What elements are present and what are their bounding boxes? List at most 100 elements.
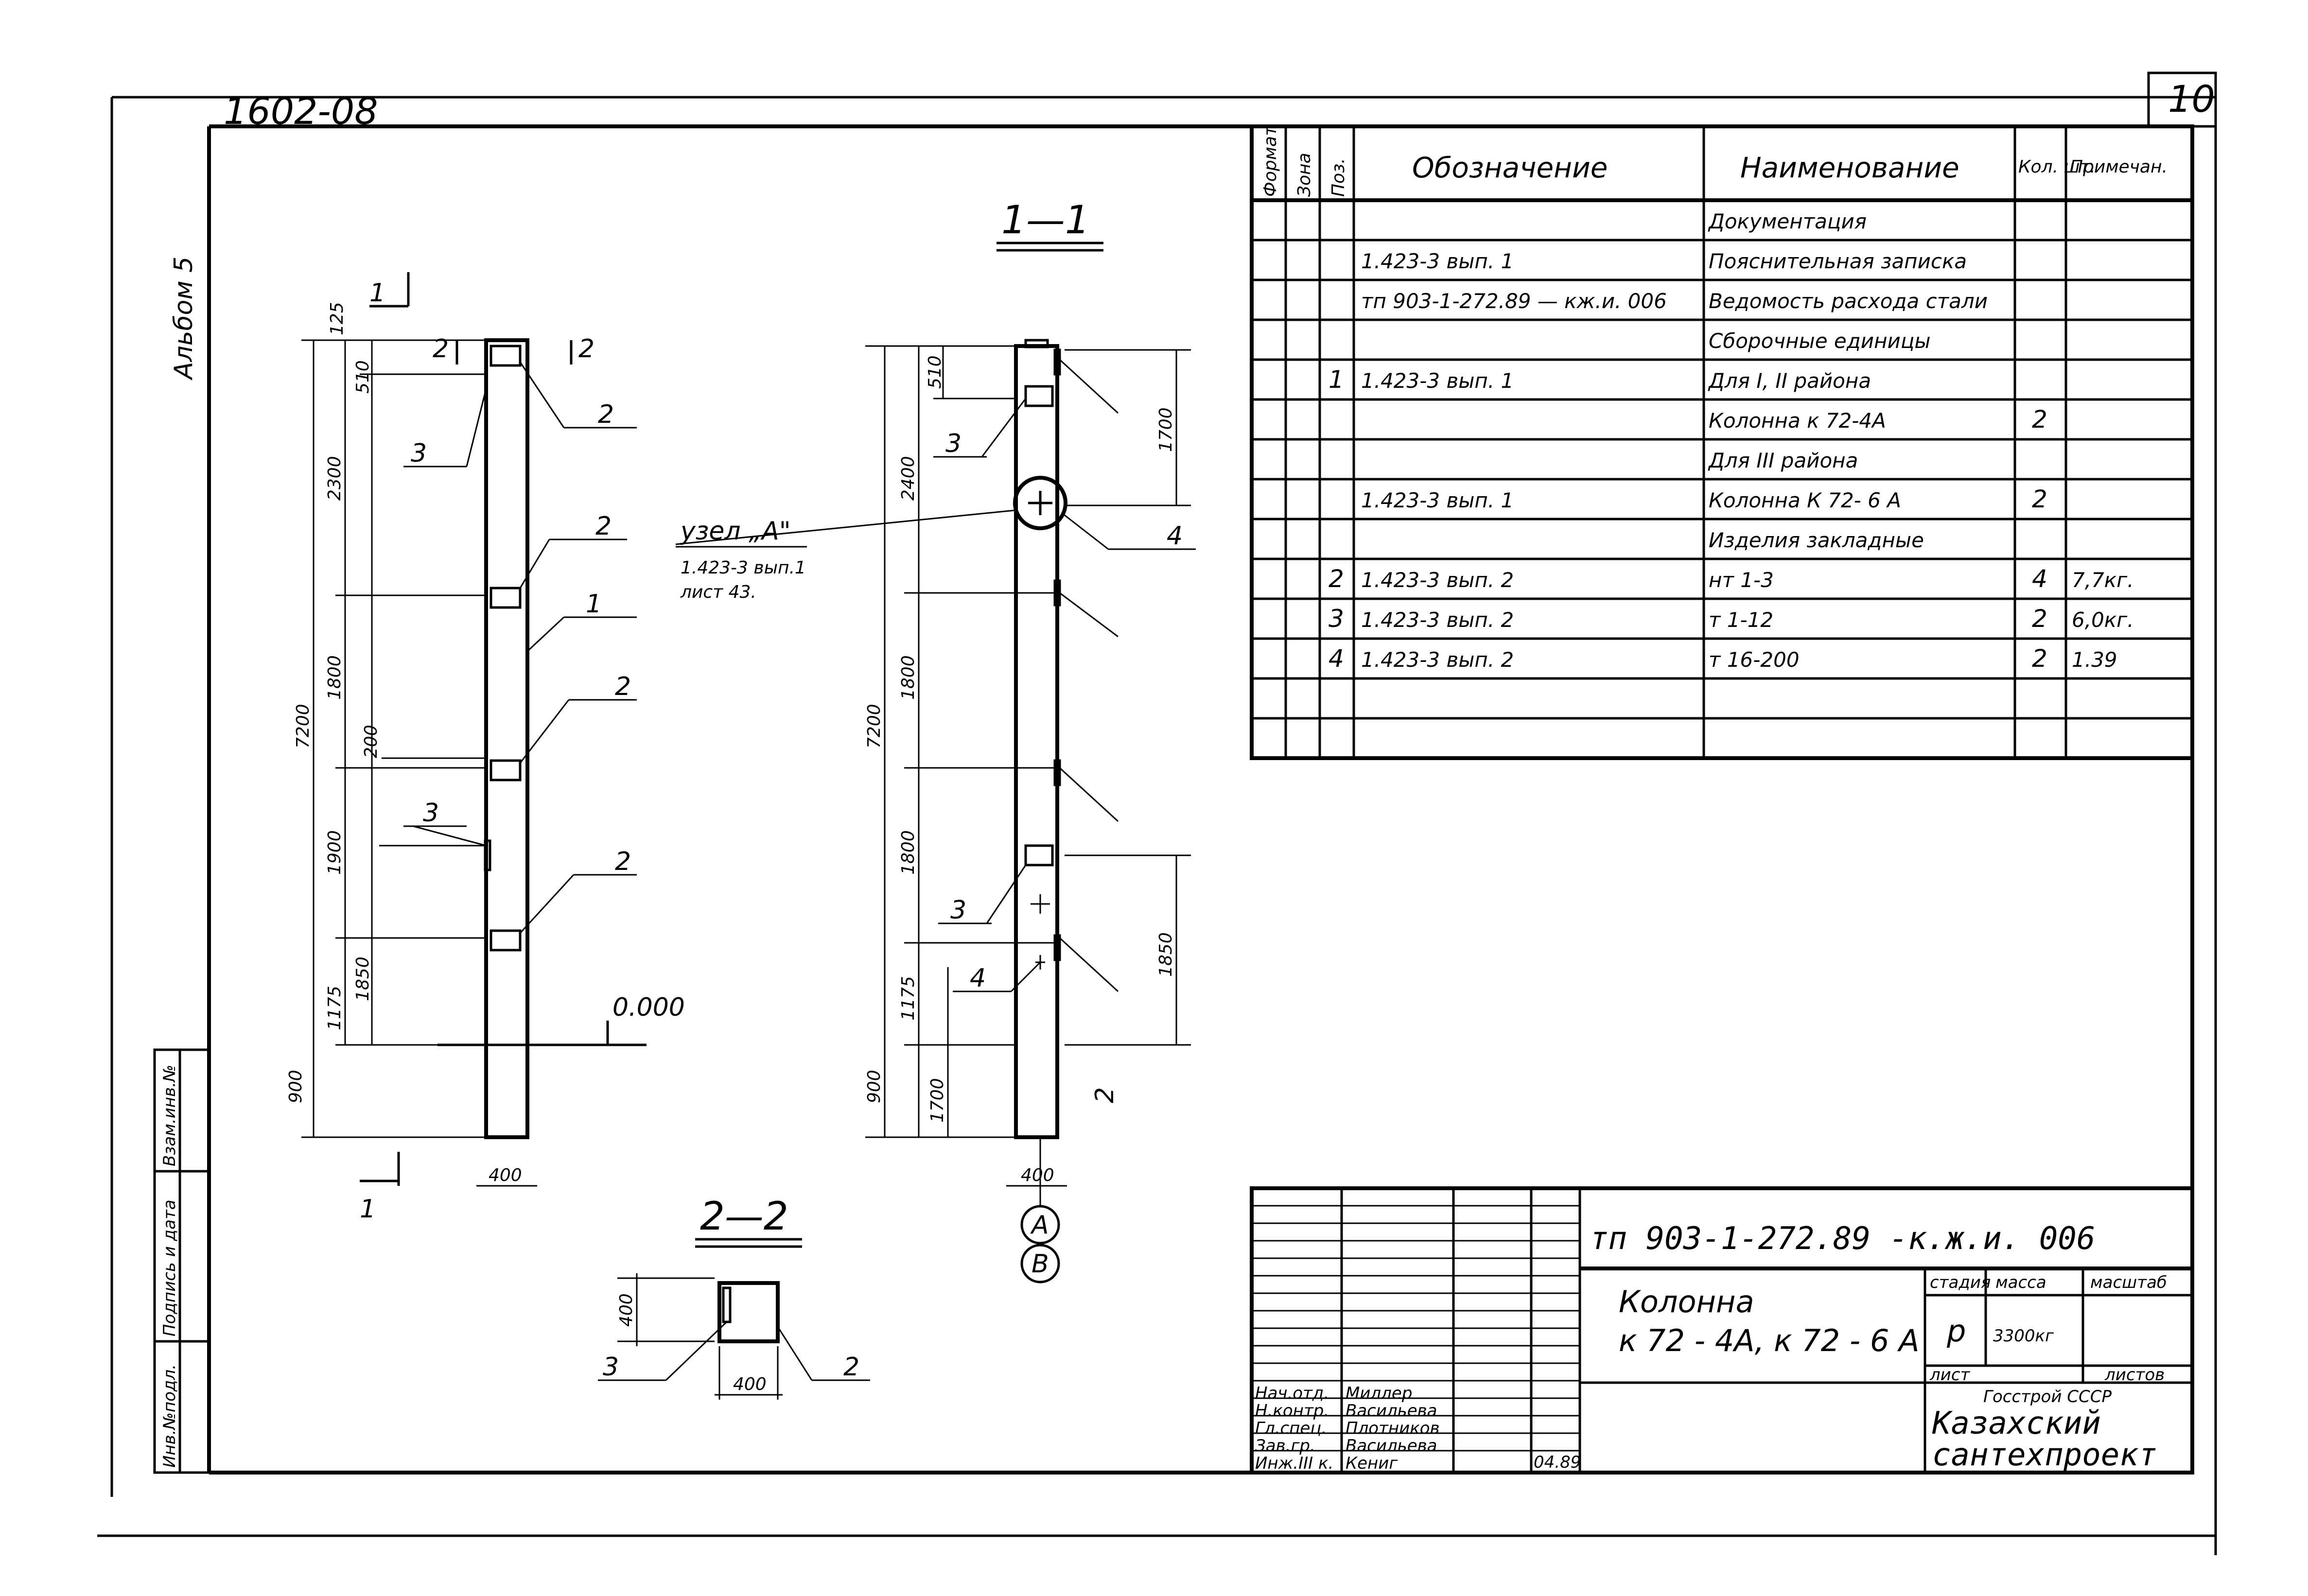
mass-value: 3300кг	[1993, 1326, 2054, 1346]
header-qty: Кол. шт.	[2018, 157, 2096, 177]
spec-designation-cell: 1.423-3 вып. 2	[1361, 568, 1514, 592]
axis-bubble-a	[1020, 1205, 1060, 1245]
dim-510: 510	[353, 360, 373, 394]
org-name-1: Госстрой СССР	[1983, 1387, 2112, 1406]
header-name: Наименование	[1740, 151, 1959, 184]
callout: 1	[586, 590, 602, 619]
section-2-2: 2—2 400 400 3 2	[598, 1194, 870, 1400]
axis-label-b: В	[1032, 1249, 1049, 1279]
spec-note-cell: 6,0кг.	[2072, 608, 2134, 632]
dim-2400: 2400	[898, 456, 918, 501]
scale-label: масштаб	[2090, 1273, 2167, 1292]
spec-pos-cell: 2	[1329, 565, 1344, 593]
dim-900: 900	[864, 1070, 884, 1103]
staff-role: Зав.гр.	[1255, 1436, 1315, 1456]
dim-1800b: 1800	[898, 830, 918, 875]
staff-name: Васильева	[1346, 1436, 1437, 1456]
dim-7200: 7200	[293, 704, 313, 748]
callout: 4	[1167, 521, 1183, 551]
spec-name-cell: т 16-200	[1709, 648, 1800, 672]
elevation-width: 400	[489, 1165, 522, 1185]
side-label-inv: Инв.№подл.	[160, 1364, 179, 1468]
staff-role: Н.контр.	[1255, 1401, 1329, 1421]
staff-name: Плотников	[1346, 1419, 1440, 1438]
staff-name: Кениг	[1346, 1454, 1398, 1473]
node-label-title: узел „А"	[680, 517, 791, 546]
dim-1850: 1850	[353, 956, 373, 1001]
dim-900: 900	[286, 1070, 306, 1103]
callout: 2	[595, 512, 612, 541]
spec-qty-cell: 2	[2032, 405, 2047, 434]
org-name-2: Казахский	[1932, 1405, 2101, 1441]
top-sheet-code: 1602-08	[224, 89, 378, 133]
staff-role: Нач.отд.	[1255, 1384, 1329, 1403]
spec-designation-cell: 1.423-3 вып. 2	[1361, 648, 1514, 672]
embedded-plate-side	[1053, 934, 1061, 961]
title-line-1: Колонна	[1619, 1284, 1754, 1319]
node-label-ref: 1.423-3 вып.1	[681, 558, 806, 578]
spec-qty-cell: 4	[2032, 565, 2047, 593]
dim-22-height: 400	[616, 1293, 636, 1327]
callout: 3	[603, 1353, 619, 1382]
callout: 4	[970, 964, 986, 993]
dim-right-1850: 1850	[1156, 932, 1176, 977]
drawing-code: тп 903-1-272.89 -к.ж.и. 006	[1590, 1221, 2095, 1257]
mass-label: масса	[1995, 1273, 2046, 1292]
callout: 2	[598, 400, 614, 429]
header-zone: Зона	[1294, 153, 1314, 197]
dim-200: 200	[361, 725, 381, 758]
dim-510: 510	[925, 355, 945, 389]
dim-1800: 1800	[898, 655, 918, 700]
section-mark-top: 1	[369, 278, 385, 308]
date-value: 04.89	[1534, 1453, 1581, 1472]
spec-name-cell: Сборочные единицы	[1709, 329, 1931, 353]
section-title-2-2: 2—2	[700, 1194, 788, 1239]
node-label-sheet: лист 43.	[680, 582, 756, 602]
spec-name-cell: т 1-12	[1709, 608, 1773, 632]
spec-designation-cell: тп 903-1-272.89 — кж.и. 006	[1361, 289, 1667, 313]
org-name-3: сантехпроект	[1932, 1437, 2157, 1473]
spec-pos-cell: 4	[1329, 644, 1344, 673]
embedded-plate-side	[484, 839, 491, 871]
callout: 3	[423, 798, 439, 828]
dim-1700-low: 1700	[927, 1078, 947, 1123]
dim-2300: 2300	[325, 456, 345, 501]
spec-pos-cell: 1	[1329, 365, 1344, 394]
node-a-marker	[1013, 476, 1067, 530]
sheet-frame: 10 1602-08 Альбом 5	[97, 71, 2217, 1555]
page-number: 10	[2168, 77, 2215, 121]
side-label-replacement: Взам.инв.№	[160, 1065, 179, 1166]
header-pos: Поз.	[1329, 158, 1348, 197]
spec-qty-cell: 2	[2032, 605, 2047, 633]
callout: 2	[1090, 1087, 1119, 1103]
spec-name-cell: Для III района	[1708, 449, 1858, 472]
callout: 2	[615, 672, 631, 701]
section-title-1-1: 1—1	[1001, 197, 1090, 243]
level-mark: 0.000	[612, 993, 685, 1022]
embedded-plate	[1024, 844, 1054, 867]
dim-1900: 1900	[325, 830, 345, 875]
header-designation: Обозначение	[1412, 151, 1608, 184]
sheets-label: листов	[2104, 1365, 2165, 1385]
spec-name-cell: Ведомость расхода стали	[1709, 289, 1988, 313]
dim-125: 125	[327, 302, 347, 335]
dim-1800: 1800	[325, 655, 345, 700]
side-label-signature: Подпись и дата	[160, 1199, 179, 1336]
embedded-plate	[490, 345, 522, 367]
dim-7200: 7200	[864, 704, 884, 748]
embedded-plate	[1024, 385, 1054, 407]
side-strip: Инв.№подл. Подпись и дата Взам.инв.№	[153, 1048, 210, 1474]
spec-designation-cell: 1.423-3 вып. 1	[1361, 249, 1514, 273]
title-line-2: к 72 - 4А, к 72 - 6 А	[1619, 1323, 1920, 1358]
staff-role: Гл.спец.	[1255, 1419, 1327, 1438]
staff-name: Васильева	[1346, 1401, 1437, 1421]
title-block: Нач.отд.МиллерН.контр.ВасильеваГл.спец.П…	[1250, 1186, 2194, 1475]
header-format: Формат	[1260, 125, 1280, 197]
section-11-width: 400	[1021, 1165, 1054, 1185]
header-note: Примечан.	[2070, 157, 2168, 177]
column-elevation: 125 510 2300 1800 200 1900 1850 1175 900…	[286, 272, 685, 1224]
axis-label-a: А	[1030, 1211, 1049, 1240]
spec-note-cell: 1.39	[2072, 648, 2117, 672]
spec-qty-cell: 2	[2032, 485, 2047, 513]
